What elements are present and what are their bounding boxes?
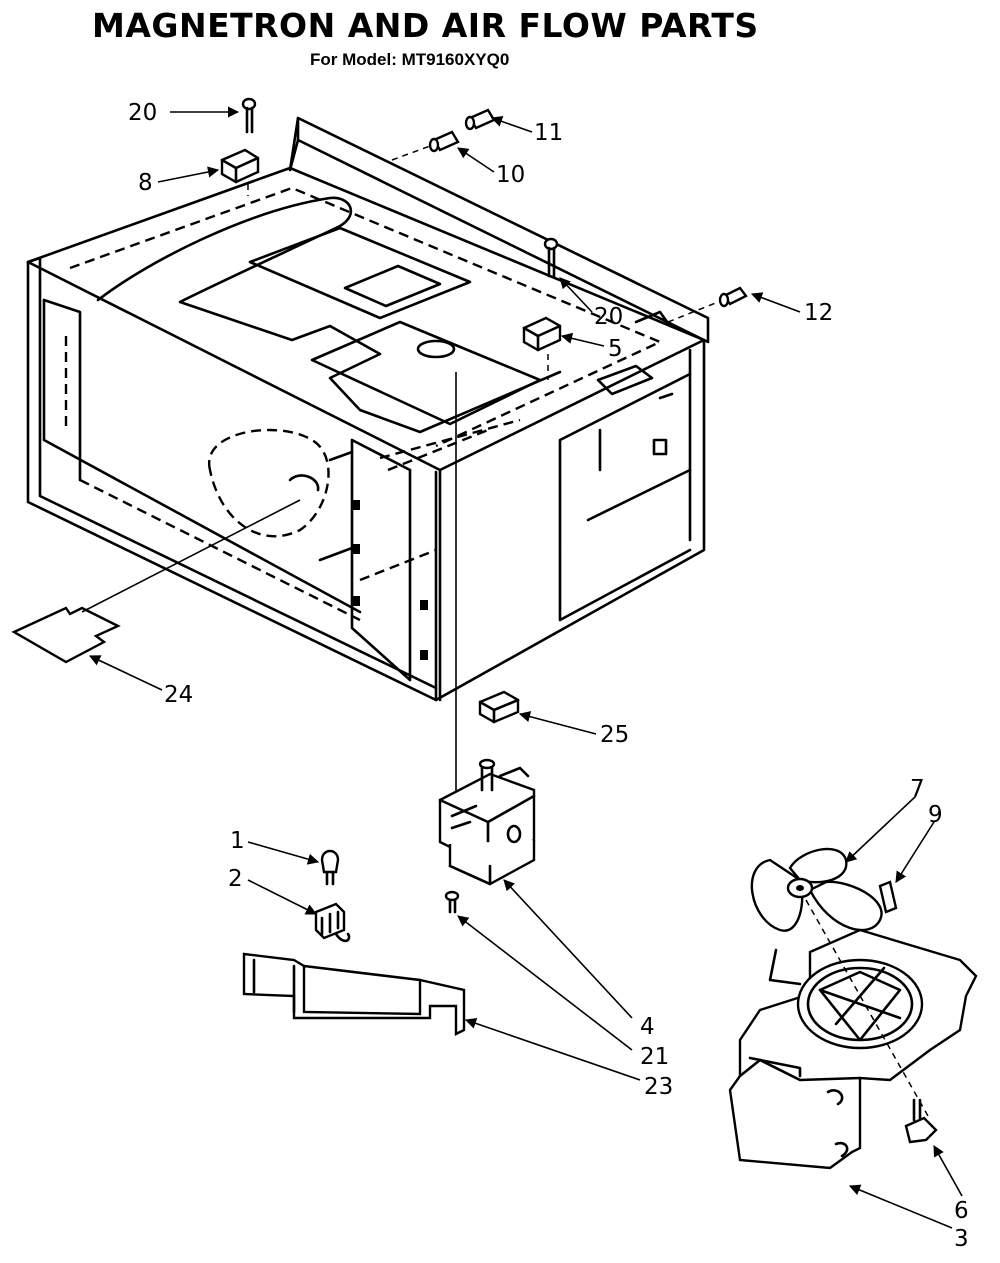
part-23-air-duct [242, 952, 466, 1036]
callout-6: 6 [954, 1198, 969, 1224]
part-2-thermostat [314, 902, 351, 943]
callout-1: 1 [230, 828, 245, 854]
part-8-bracket [220, 148, 260, 184]
callout-8: 8 [138, 170, 153, 196]
model-subtitle: For Model: MT9160XYQ0 [310, 50, 510, 69]
part-25-block [478, 690, 520, 724]
part-1-thermal-cutout [320, 849, 340, 886]
callout-5: 5 [608, 336, 623, 362]
callout-23: 23 [644, 1074, 673, 1100]
part-20-screw-right [543, 237, 559, 278]
part-12-screw [718, 286, 748, 308]
callout-11: 11 [534, 120, 563, 146]
callout-10: 10 [496, 162, 525, 188]
callout-9: 9 [928, 802, 943, 828]
part-4-magnetron [438, 758, 536, 886]
callout-21: 21 [640, 1044, 669, 1070]
part-21-screw [444, 890, 460, 914]
callout-7: 7 [910, 776, 925, 802]
callout-20-top: 20 [128, 100, 157, 126]
fan-assembly [728, 847, 978, 1170]
callout-labels: 20 11 10 8 20 12 5 24 25 7 9 1 2 4 21 23… [128, 100, 969, 1252]
callout-20-right: 20 [594, 304, 623, 330]
part-20-screw-top [241, 97, 257, 134]
diagram-title: MAGNETRON AND AIR FLOW PARTS [92, 6, 759, 45]
callout-12: 12 [804, 300, 833, 326]
part-24-plate [11, 606, 121, 664]
part-5-bracket [522, 316, 562, 352]
callout-25: 25 [600, 722, 629, 748]
callout-24: 24 [164, 682, 193, 708]
part-10-screw [428, 130, 460, 153]
callout-3: 3 [954, 1226, 969, 1252]
callout-2: 2 [228, 866, 243, 892]
part-11-screw [464, 108, 496, 131]
callout-4: 4 [640, 1014, 655, 1040]
callout-leaders [88, 106, 963, 1229]
cavity-frame [26, 116, 710, 702]
